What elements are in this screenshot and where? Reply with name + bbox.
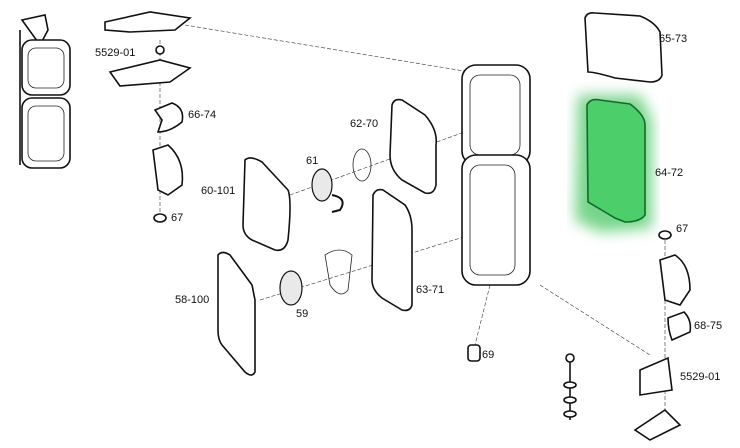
bracket-cover-top xyxy=(152,102,184,223)
top-bracket xyxy=(104,11,192,87)
bracket-cover-bottom xyxy=(667,311,692,342)
complete-mirror-assembly xyxy=(19,14,71,169)
label-60-101: 60-101 xyxy=(201,185,235,197)
washer-right xyxy=(658,230,672,240)
label-64-72: 64-72 xyxy=(655,167,683,179)
mirror-motor-upper xyxy=(311,148,372,213)
label-62-70: 62-70 xyxy=(350,118,378,130)
label-58-100: 58-100 xyxy=(175,294,209,306)
mirror-motor-lower xyxy=(279,249,353,306)
label-5529-01-bottom: 5529-01 xyxy=(680,371,720,383)
label-65-73: 65-73 xyxy=(659,33,687,45)
mirror-glass-lower xyxy=(217,251,256,376)
back-cover-lower-highlighted xyxy=(575,95,652,232)
housing-frame-lower xyxy=(371,188,413,312)
label-61: 61 xyxy=(306,155,318,167)
label-63-71: 63-71 xyxy=(416,284,444,296)
label-69: 69 xyxy=(482,349,494,361)
bracket-pivot-right xyxy=(659,254,691,306)
label-67-right: 67 xyxy=(676,223,688,235)
housing-frame-upper xyxy=(389,98,438,195)
plug xyxy=(467,344,481,362)
mirror-housing xyxy=(461,64,531,286)
back-cover-upper xyxy=(584,12,663,83)
label-66-74: 66-74 xyxy=(188,109,216,121)
bottom-bracket xyxy=(563,353,682,441)
label-59: 59 xyxy=(296,308,308,320)
label-68-75: 68-75 xyxy=(694,320,722,332)
label-67-left: 67 xyxy=(171,212,183,224)
label-5529-01-top: 5529-01 xyxy=(95,47,135,59)
mirror-glass-upper xyxy=(242,157,291,252)
